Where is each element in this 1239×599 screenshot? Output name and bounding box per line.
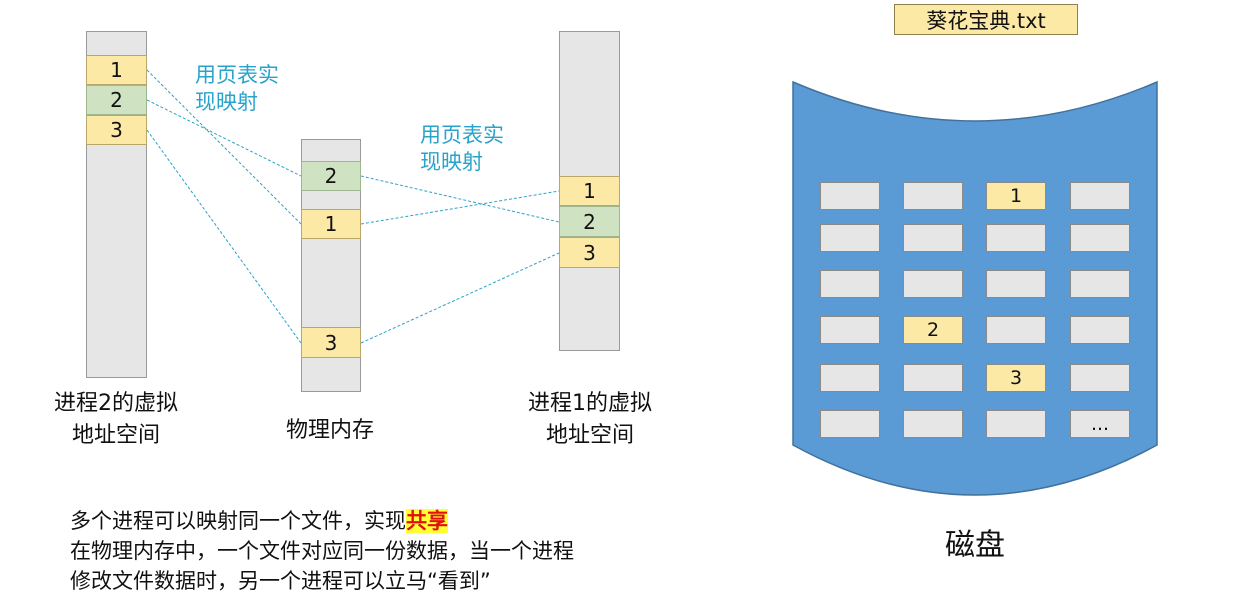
disk-block [820, 316, 880, 344]
share-highlight: 共享 [406, 509, 448, 533]
map-p2-3-to-phys-3 [146, 129, 302, 344]
disk-block [986, 316, 1046, 344]
physical-memory-caption: 物理内存 [285, 418, 374, 443]
disk-block: ... [1070, 410, 1130, 438]
disk-block [986, 410, 1046, 438]
map-phys-2-to-p1-2 [360, 175, 560, 223]
process2-page-2: 2 [86, 85, 147, 115]
disk-caption: 磁盘 [945, 528, 1005, 563]
process2-page-3: 3 [86, 115, 147, 145]
physical-page-3: 3 [301, 327, 361, 358]
note-left-line1: 用页表实 [195, 63, 279, 87]
page-table-note-right: 用页表实 现映射 [420, 122, 504, 176]
process1-caption-line1: 进程1的虚拟 [528, 391, 652, 416]
process2-caption: 进程2的虚拟 地址空间 [26, 388, 206, 452]
disk-block [1070, 364, 1130, 392]
process1-page-3: 3 [559, 237, 620, 268]
physical-page-2: 2 [301, 161, 361, 191]
note-left-line2: 现映射 [195, 90, 258, 114]
map-p2-1-to-phys-1 [146, 69, 302, 225]
disk-block [1070, 316, 1130, 344]
summary-line1-prefix: 多个进程可以映射同一个文件，实现 [70, 509, 406, 533]
disk-block [903, 182, 963, 210]
disk-block [820, 364, 880, 392]
disk-block [1070, 224, 1130, 252]
disk-block [820, 182, 880, 210]
map-phys-3-to-p1-3 [360, 252, 560, 344]
process1-page-1: 1 [559, 176, 620, 206]
summary-line2: 在物理内存中，一个文件对应同一份数据，当一个进程 [70, 539, 574, 563]
summary-line3: 修改文件数据时，另一个进程可以立马“看到” [70, 569, 491, 593]
map-p2-2-to-phys-2 [146, 99, 302, 177]
physical-page-1: 1 [301, 209, 361, 239]
disk-block [1070, 270, 1130, 298]
disk-block [820, 224, 880, 252]
page-table-note-left: 用页表实 现映射 [195, 62, 279, 116]
process2-caption-line2: 地址空间 [71, 423, 160, 448]
disk-block [986, 224, 1046, 252]
note-right-line2: 现映射 [420, 150, 483, 174]
process1-caption: 进程1的虚拟 地址空间 [500, 388, 680, 452]
file-name-label: 葵花宝典.txt [894, 4, 1078, 35]
disk-block: 3 [986, 364, 1046, 392]
disk-block [820, 410, 880, 438]
disk-block [903, 270, 963, 298]
disk-block [986, 270, 1046, 298]
summary-text: 多个进程可以映射同一个文件，实现共享 在物理内存中，一个文件对应同一份数据，当一… [70, 506, 574, 596]
process1-caption-line2: 地址空间 [545, 423, 634, 448]
disk-block [903, 364, 963, 392]
disk-block [903, 224, 963, 252]
note-right-line1: 用页表实 [420, 123, 504, 147]
process2-page-1: 1 [86, 55, 147, 85]
summary-line1: 多个进程可以映射同一个文件，实现共享 [70, 506, 574, 536]
disk-block [1070, 182, 1130, 210]
disk-body [792, 80, 1158, 496]
process2-caption-line1: 进程2的虚拟 [54, 391, 178, 416]
disk-block [903, 410, 963, 438]
map-phys-1-to-p1-1 [360, 190, 560, 225]
disk-block: 2 [903, 316, 963, 344]
disk-block [820, 270, 880, 298]
process1-page-2: 2 [559, 206, 620, 237]
disk-block: 1 [986, 182, 1046, 210]
